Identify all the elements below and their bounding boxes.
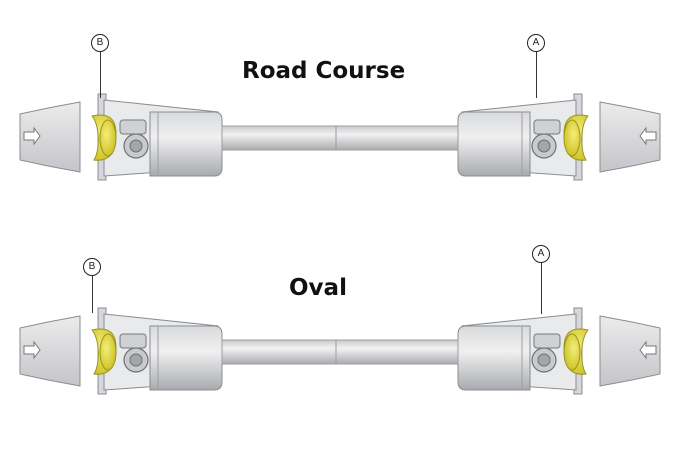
oval-right-leader — [541, 262, 542, 314]
oval-title: Oval — [289, 275, 347, 301]
road-course-left-assembly — [18, 72, 348, 202]
oval-right-callout: A — [532, 245, 550, 263]
road-course-left-leader — [100, 50, 101, 98]
road-course-title: Road Course — [242, 58, 406, 84]
oval-right-assembly — [332, 286, 662, 416]
road-course-left-callout: B — [91, 34, 109, 52]
oval-left-callout: B — [83, 258, 101, 276]
road-course-right-assembly — [332, 72, 662, 202]
road-course-right-callout: A — [527, 34, 545, 52]
road-course-right-leader — [536, 50, 537, 98]
oval-left-assembly — [18, 286, 348, 416]
oval-left-leader — [92, 275, 93, 313]
